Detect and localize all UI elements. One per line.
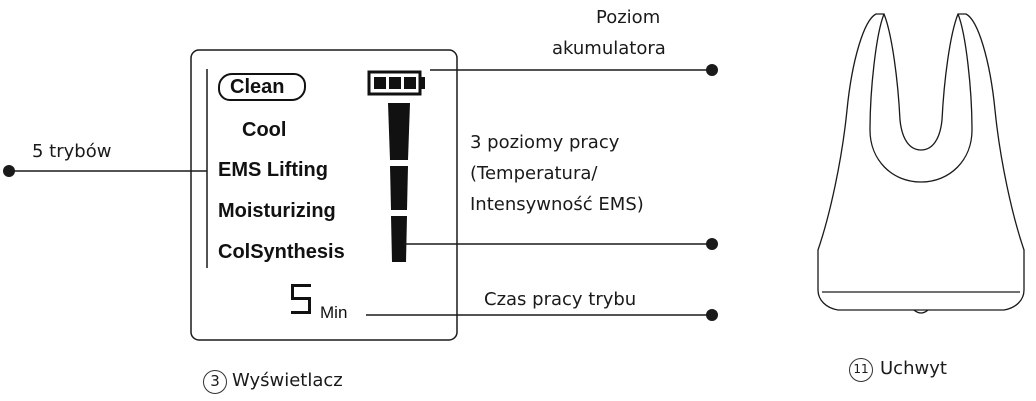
modes-callout-dot xyxy=(3,165,15,177)
mode-ems-lifting: EMS Lifting xyxy=(218,159,328,181)
mode-moisturizing: Moisturizing xyxy=(218,200,336,222)
battery-icon xyxy=(367,70,425,96)
level-bar-bottom xyxy=(391,216,407,262)
mode-time-label: Czas pracy trybu xyxy=(484,289,637,310)
battery-label-line1: Poziom xyxy=(596,7,661,28)
level-bar-top xyxy=(388,103,410,160)
time-callout-dot xyxy=(706,309,718,321)
timer-digit-5 xyxy=(291,284,311,314)
holder-illustration xyxy=(817,13,1025,314)
levels-label-line2: (Temperatura/ xyxy=(470,163,598,184)
levels-label-line3: Intensywność EMS) xyxy=(470,194,644,215)
mode-cool: Cool xyxy=(242,119,287,141)
timer-unit: Min xyxy=(320,303,348,322)
display-frame xyxy=(190,49,458,341)
modes-count-label: 5 trybów xyxy=(32,141,112,162)
display-number-badge: 3 xyxy=(203,370,227,394)
levels-callout-dot xyxy=(706,238,718,250)
levels-label-line1: 3 poziomy pracy xyxy=(470,132,620,153)
holder-number-badge: 11 xyxy=(849,358,873,382)
clean-mode-frame xyxy=(218,73,306,101)
display-caption: Wyświetlacz xyxy=(232,370,343,391)
mode-colsynthesis: ColSynthesis xyxy=(218,241,345,263)
battery-callout-dot xyxy=(706,64,718,76)
holder-caption: Uchwyt xyxy=(880,358,947,379)
battery-label-line2: akumulatora xyxy=(552,38,666,59)
level-bar-middle xyxy=(390,166,408,210)
mode-clean: Clean xyxy=(230,76,285,98)
